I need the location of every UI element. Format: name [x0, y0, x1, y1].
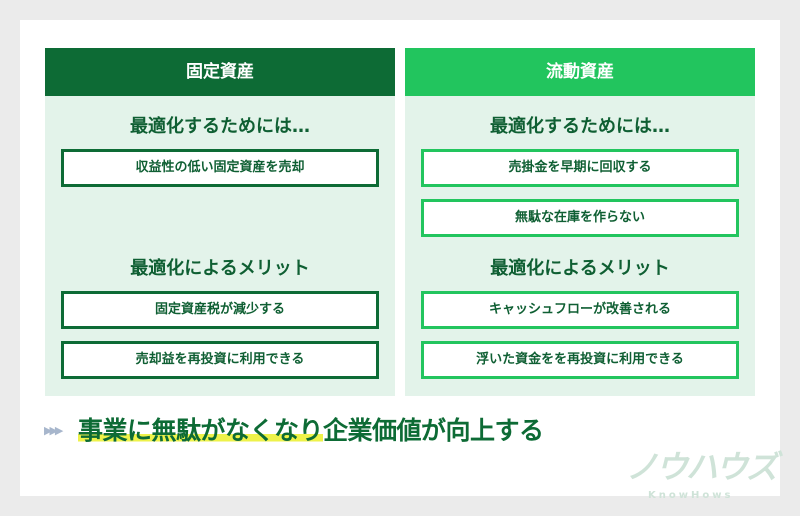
- merit-item: 固定資産税が減少する: [61, 291, 379, 329]
- fixed-assets-column: 固定資産 最適化するためには… 収益性の低い固定資産を売却 最適化によるメリット…: [45, 48, 395, 396]
- optimize-heading: 最適化するためには…: [130, 116, 310, 137]
- column-header: 固定資産: [45, 48, 395, 96]
- merit-item: キャッシュフローが改善される: [421, 291, 739, 329]
- conclusion-text: 事業に無駄がなくなり企業価値が向上する: [78, 414, 544, 448]
- column-header: 流動資産: [405, 48, 755, 96]
- optimize-heading: 最適化するためには…: [490, 116, 670, 137]
- merit-heading: 最適化によるメリット: [490, 258, 670, 279]
- optimize-item: 売掛金を早期に回収する: [421, 149, 739, 187]
- knowhows-logo: ノウハウズ: [626, 448, 778, 486]
- triple-chevron-icon: ▶▶▶: [44, 424, 63, 437]
- merit-item: 売却益を再投資に利用できる: [61, 341, 379, 379]
- optimize-item: 収益性の低い固定資産を売却: [61, 149, 379, 187]
- knowhows-logo-sub: KnowHows: [648, 490, 734, 501]
- current-assets-column: 流動資産 最適化するためには… 売掛金を早期に回収する 無駄な在庫を作らない 最…: [405, 48, 755, 396]
- optimize-item: 無駄な在庫を作らない: [421, 199, 739, 237]
- merit-item: 浮いた資金をを再投資に利用できる: [421, 341, 739, 379]
- conclusion-rest: 企業価値が向上する: [323, 416, 544, 445]
- conclusion-highlight: 事業に無駄がなくなり: [78, 416, 324, 445]
- merit-heading: 最適化によるメリット: [130, 258, 310, 279]
